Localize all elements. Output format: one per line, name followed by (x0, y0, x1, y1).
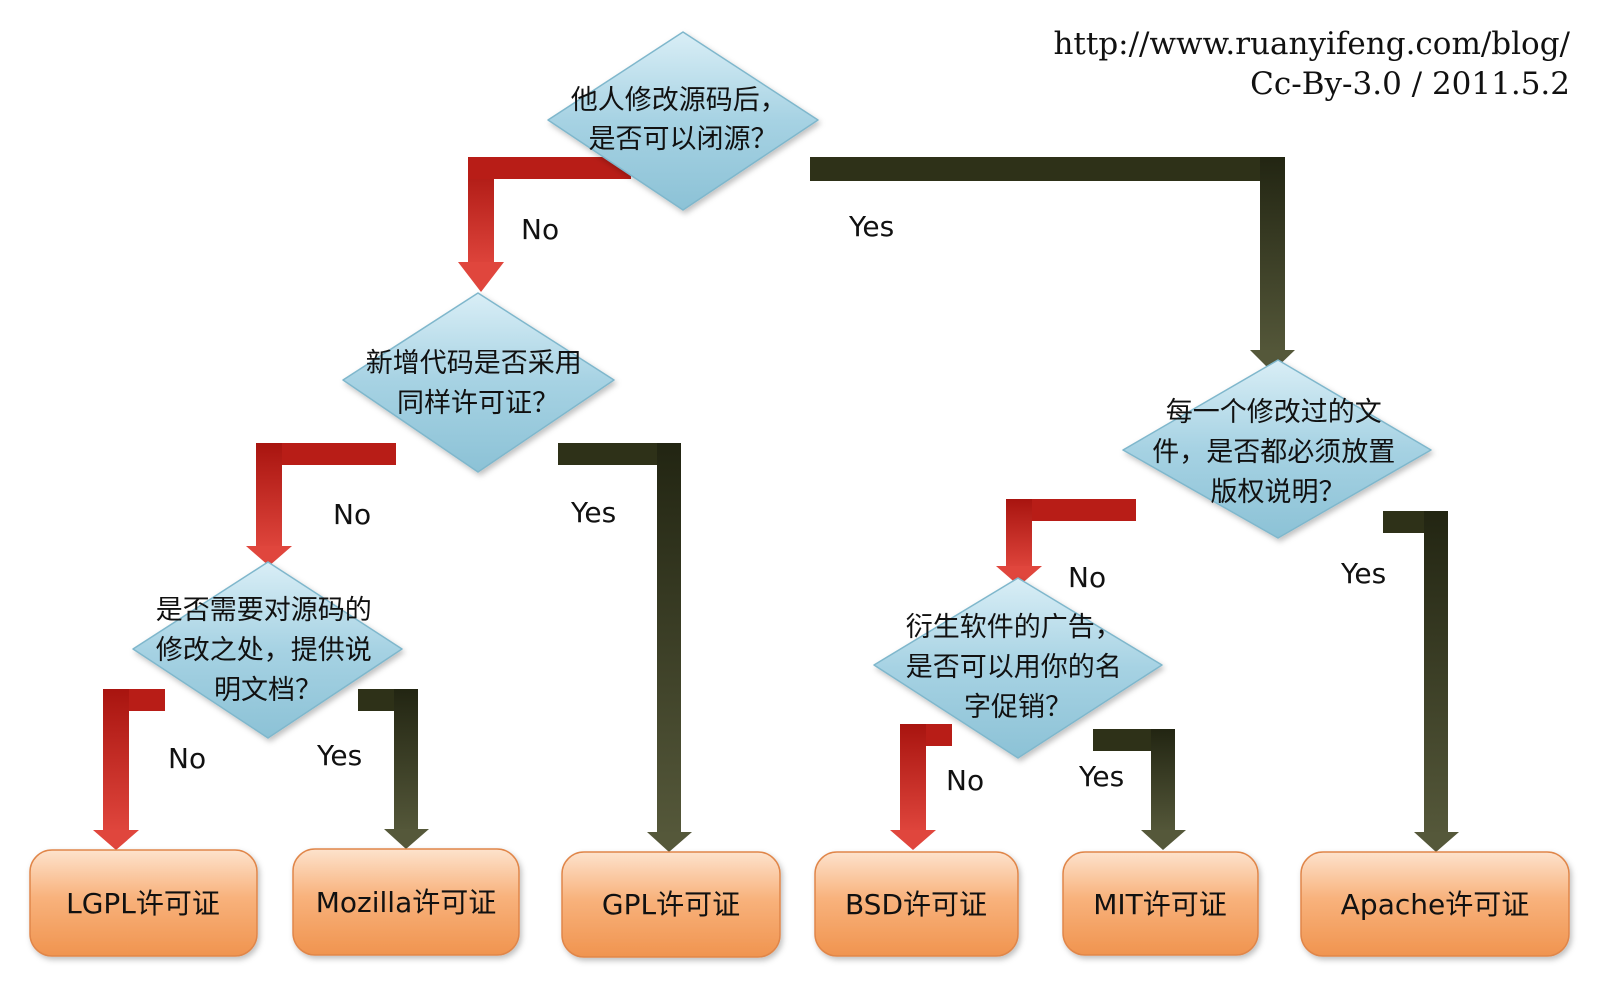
decision-closed-source (547, 31, 819, 211)
decision-closed-source-text: 他人修改源码后， 是否可以闭源？ (571, 85, 796, 155)
d4-yes-arrow (1383, 511, 1459, 852)
result-mit-label: MIT许可证 (1093, 888, 1227, 921)
result-bsd-label: BSD许可证 (845, 888, 987, 921)
d1-yes-label: Yes (848, 210, 894, 243)
decision-same-license-text: 新增代码是否采用 同样许可证？ (366, 348, 591, 419)
decision-document-changes-text: 是否需要对源码的 修改之处，提供说 明文档？ (156, 595, 381, 706)
result-apache-box (1300, 851, 1570, 957)
d1-no-label: No (521, 213, 559, 246)
d3-no-label: No (168, 742, 206, 775)
d2-no-label: No (333, 498, 371, 531)
d3-yes-label: Yes (316, 739, 362, 772)
source-url: http://www.ruanyifeng.com/blog/ (1053, 26, 1570, 62)
d5-no-arrow (890, 724, 952, 850)
result-mozilla-box (292, 848, 520, 956)
d1-yes-arrow (810, 157, 1295, 372)
result-mit-box (1062, 851, 1259, 956)
decision-copyright-notice-text: 每一个修改过的文 件，是否都必须放置 版权说明？ (1152, 397, 1404, 508)
decision-copyright-notice (1122, 359, 1432, 539)
result-lgpl-box (29, 849, 258, 957)
d2-yes-label: Yes (570, 496, 616, 529)
d3-yes-arrow (358, 689, 429, 849)
d2-yes-arrow (558, 443, 692, 852)
result-lgpl-label: LGPL许可证 (66, 887, 220, 920)
decision-name-promotion-text: 衍生软件的广告， 是否可以用你的名 字促销？ (906, 612, 1131, 723)
d4-no-arrow (996, 499, 1136, 586)
result-gpl-label: GPL许可证 (602, 888, 740, 921)
result-gpl-box (561, 851, 781, 958)
d4-yes-label: Yes (1340, 557, 1386, 590)
decision-document-changes (132, 561, 403, 739)
decision-same-license (342, 292, 615, 473)
d1-no-arrow (458, 157, 631, 292)
d3-no-arrow (93, 689, 165, 850)
result-apache-label: Apache许可证 (1341, 888, 1529, 921)
d5-yes-arrow (1093, 729, 1186, 850)
result-bsd-box (814, 851, 1019, 957)
d4-no-label: No (1068, 561, 1106, 594)
decision-name-promotion (873, 577, 1163, 759)
license-date: Cc-By-3.0 / 2011.5.2 (1250, 66, 1570, 102)
result-mozilla-label: Mozilla许可证 (316, 886, 496, 919)
d2-no-arrow (246, 443, 396, 566)
d5-yes-label: Yes (1078, 760, 1124, 793)
d5-no-label: No (946, 764, 984, 797)
